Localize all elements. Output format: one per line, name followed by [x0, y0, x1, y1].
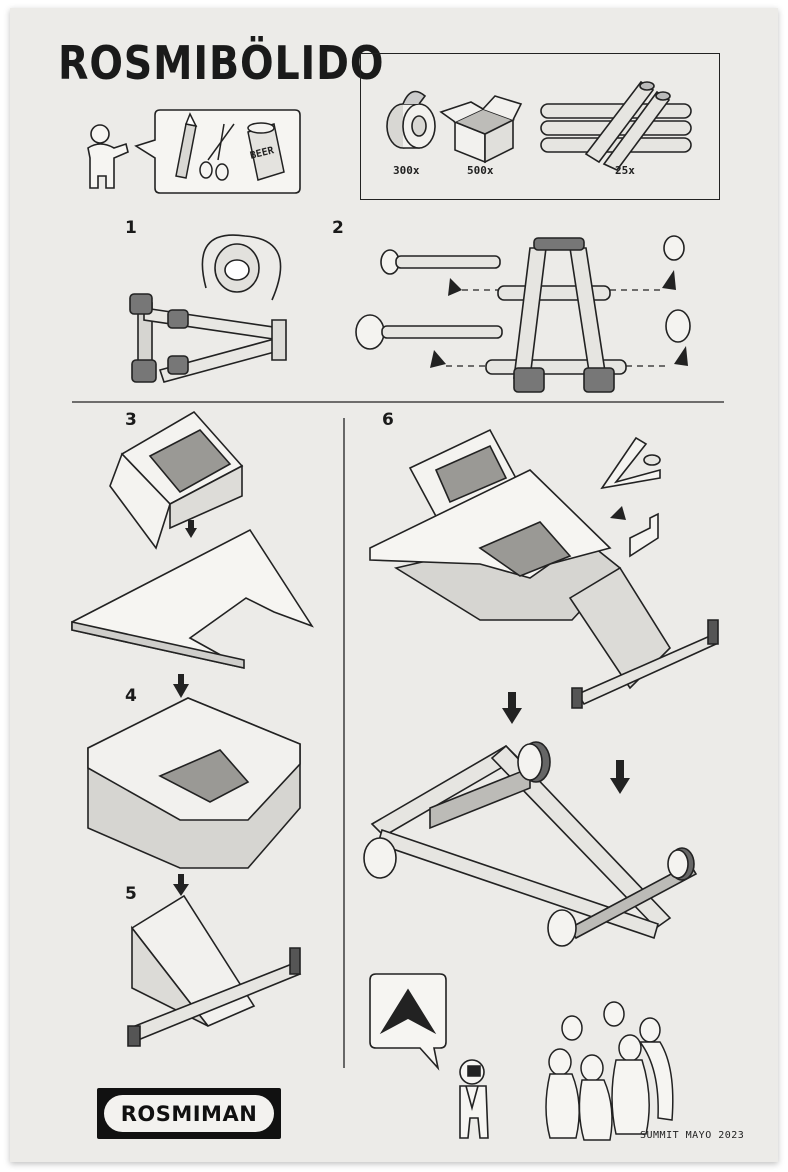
- brand-logo: ROSMIMAN: [97, 1088, 281, 1139]
- arrow-down-icon: [610, 506, 626, 520]
- step3-cockpit: [110, 412, 242, 548]
- step-number-4: 4: [125, 686, 137, 706]
- step-number-1: 1: [125, 218, 137, 238]
- arrow-down-icon: [610, 778, 630, 794]
- box-quantity: 500x: [467, 164, 494, 177]
- brand-logo-inner: ROSMIMAN: [104, 1095, 274, 1132]
- cardboard-box-icon: [439, 95, 523, 164]
- arrow-down-icon: [173, 684, 189, 698]
- step6-assembly: [370, 430, 718, 708]
- parts-list-box: 300x 500x 25x: [360, 53, 720, 200]
- step4-body: [88, 698, 300, 868]
- page-title: ROSMIBÖLIDO: [58, 36, 385, 90]
- parts-illustration: [386, 80, 692, 171]
- step5-nose: [128, 896, 300, 1046]
- instruction-sheet: ROSMIBÖLIDO: [10, 8, 778, 1162]
- footer-note: SUMMIT MAYO 2023: [640, 1130, 745, 1141]
- helper-figure: [88, 125, 128, 188]
- step2-dashes: [446, 290, 670, 366]
- step2-arrows-icon: [430, 270, 688, 368]
- assembly-illustrations: [10, 8, 778, 1162]
- logo-speech-bubble: [370, 974, 446, 1068]
- tape-roll-icon: [386, 90, 436, 149]
- tubes-quantity: 25x: [615, 164, 635, 177]
- step-number-6: 6: [382, 410, 394, 430]
- step-number-5: 5: [125, 884, 137, 904]
- step6-chassis: [364, 742, 696, 946]
- spoiler-piece-icon: [602, 438, 660, 488]
- driver-figure: [460, 1060, 488, 1138]
- step2-chassis: [356, 236, 690, 392]
- brand-name: ROSMIMAN: [120, 1101, 258, 1126]
- beer-can-icon: [248, 123, 284, 180]
- crowd-figures: [546, 1002, 673, 1140]
- step3-floor-panel: [72, 530, 312, 668]
- scissors-icon: [200, 124, 234, 180]
- arrow-down-icon: [502, 708, 522, 724]
- step-number-3: 3: [125, 410, 137, 430]
- tape-quantity: 300x: [393, 164, 420, 177]
- arrow-down-icon: [185, 528, 197, 538]
- cardboard-tubes-icon: [540, 80, 692, 171]
- step-number-2: 2: [332, 218, 344, 238]
- cutter-icon: [176, 114, 196, 178]
- arrow-down-icon: [173, 884, 189, 896]
- step1-frame: [130, 235, 286, 382]
